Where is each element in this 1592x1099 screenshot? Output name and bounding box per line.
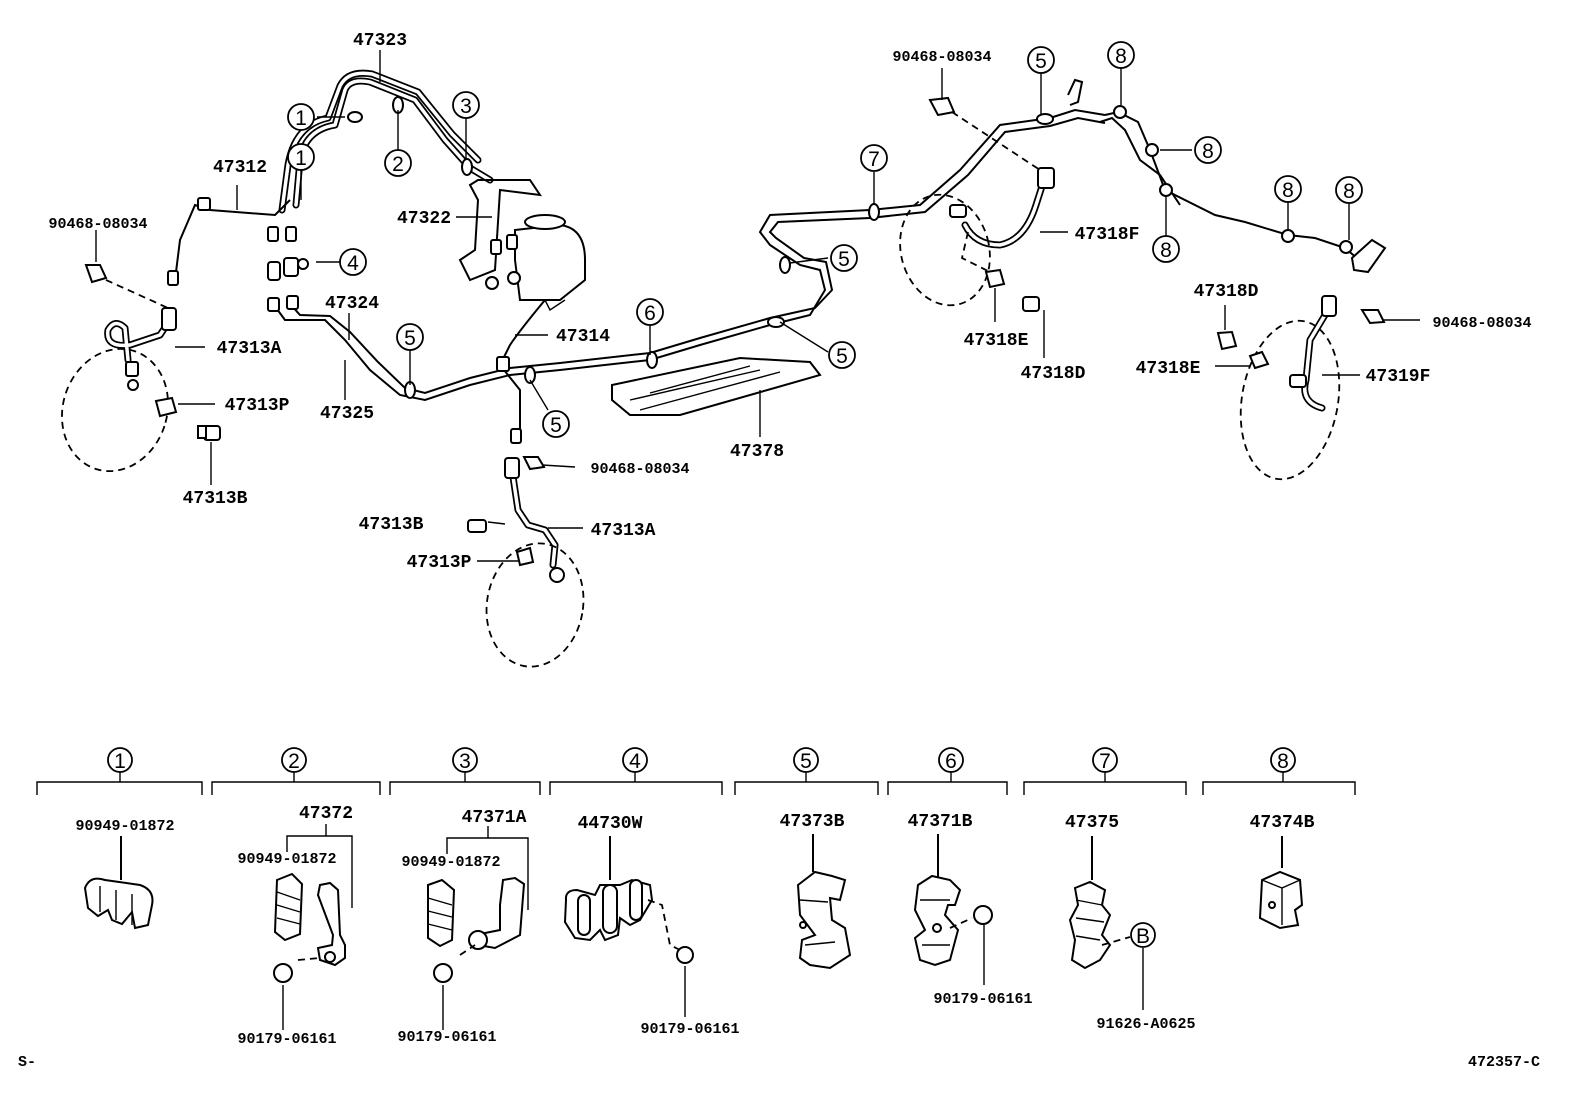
label-47318d-left: 47318D — [1021, 364, 1086, 384]
label-47318e-left: 47318E — [964, 331, 1029, 351]
legend-3-part: 90949-01872 — [401, 854, 500, 871]
label-47324: 47324 — [325, 294, 379, 314]
legend-4-bolt: 90179-06161 — [640, 1021, 739, 1038]
label-47323: 47323 — [353, 31, 407, 51]
legend-6-bolt: 90179-06161 — [933, 991, 1032, 1008]
legend-7-part: 47375 — [1065, 813, 1119, 833]
callout-8d: 8 — [1282, 179, 1294, 202]
callout-7: 7 — [868, 148, 880, 171]
legend-2-group: 47372 — [299, 804, 353, 824]
legend-3-group: 47371A — [462, 808, 527, 828]
legend-callout-6: 6 — [945, 750, 957, 773]
legend-8-part: 47374B — [1250, 813, 1315, 833]
label-47318f: 47318F — [1075, 225, 1140, 245]
footer-right: 472357-C — [1468, 1054, 1540, 1071]
legend-callout-2: 2 — [288, 750, 300, 773]
rear-brake-tube-assembly — [899, 78, 1387, 481]
label-90468-right: 90468-08034 — [1432, 315, 1531, 332]
legend-callout-7: 7 — [1099, 750, 1111, 773]
label-90468-mid: 90468-08034 — [590, 461, 689, 478]
callout-1b: 1 — [295, 147, 307, 170]
label-47313p-mid: 47313P — [407, 553, 472, 573]
top-leaders — [95, 50, 1420, 562]
callout-5d: 5 — [836, 345, 848, 368]
top-callouts: 1 1 2 3 4 5 5 6 5 5 7 5 8 8 8 8 8 — [287, 41, 1363, 438]
label-47318e-right: 47318E — [1136, 359, 1201, 379]
label-47313b-mid: 47313B — [359, 515, 424, 535]
legend-1-part: 90949-01872 — [75, 818, 174, 835]
legend-callout-4: 4 — [629, 750, 641, 773]
legend-6-part: 47371B — [908, 812, 973, 832]
legend-callout-3: 3 — [459, 750, 471, 773]
label-47322: 47322 — [397, 209, 451, 229]
legend-3-bolt: 90179-06161 — [397, 1029, 496, 1046]
clamp-legend: 1 2 3 4 5 6 7 8 90949-01872 47372 90949-… — [36, 747, 1356, 1048]
legend-4-part: 44730W — [578, 814, 643, 834]
legend-callout-b: B — [1136, 925, 1150, 948]
label-47314: 47314 — [556, 327, 610, 347]
legend-2-bolt: 90179-06161 — [237, 1031, 336, 1048]
callout-8b: 8 — [1202, 140, 1214, 163]
top-part-labels: 47323 47312 47322 90468-08034 47324 4731… — [48, 31, 1531, 573]
footer-left: S- — [18, 1054, 36, 1071]
front-brake-tube-assembly — [61, 69, 1106, 668]
label-47313a-mid: 47313A — [591, 521, 656, 541]
label-47325: 47325 — [320, 404, 374, 424]
label-47318d-right: 47318D — [1194, 282, 1259, 302]
legend-callout-8: 8 — [1277, 750, 1289, 773]
callout-2: 2 — [392, 153, 404, 176]
label-47313p-left: 47313P — [225, 396, 290, 416]
legend-callout-5: 5 — [800, 750, 812, 773]
label-90468-left: 90468-08034 — [48, 216, 147, 233]
callout-5a: 5 — [404, 327, 416, 350]
legend-7-bolt: 91626-A0625 — [1096, 1016, 1195, 1033]
label-47312: 47312 — [213, 158, 267, 178]
legend-2-part: 90949-01872 — [237, 851, 336, 868]
callout-6: 6 — [644, 302, 656, 325]
callout-5c: 5 — [838, 248, 850, 271]
callout-5e: 5 — [1035, 50, 1047, 73]
label-90468-top: 90468-08034 — [892, 49, 991, 66]
legend-callout-1: 1 — [114, 750, 126, 773]
label-47378: 47378 — [730, 442, 784, 462]
label-47313a-left: 47313A — [217, 339, 282, 359]
callout-8e: 8 — [1343, 180, 1355, 203]
callout-8a: 8 — [1115, 45, 1127, 68]
callout-5b: 5 — [550, 414, 562, 437]
callout-8c: 8 — [1160, 239, 1172, 262]
callout-1a: 1 — [295, 107, 307, 130]
legend-5-part: 47373B — [780, 812, 845, 832]
label-47319f: 47319F — [1366, 367, 1431, 387]
callout-3: 3 — [460, 95, 472, 118]
callout-4: 4 — [347, 252, 359, 275]
label-47313b-left: 47313B — [183, 489, 248, 509]
